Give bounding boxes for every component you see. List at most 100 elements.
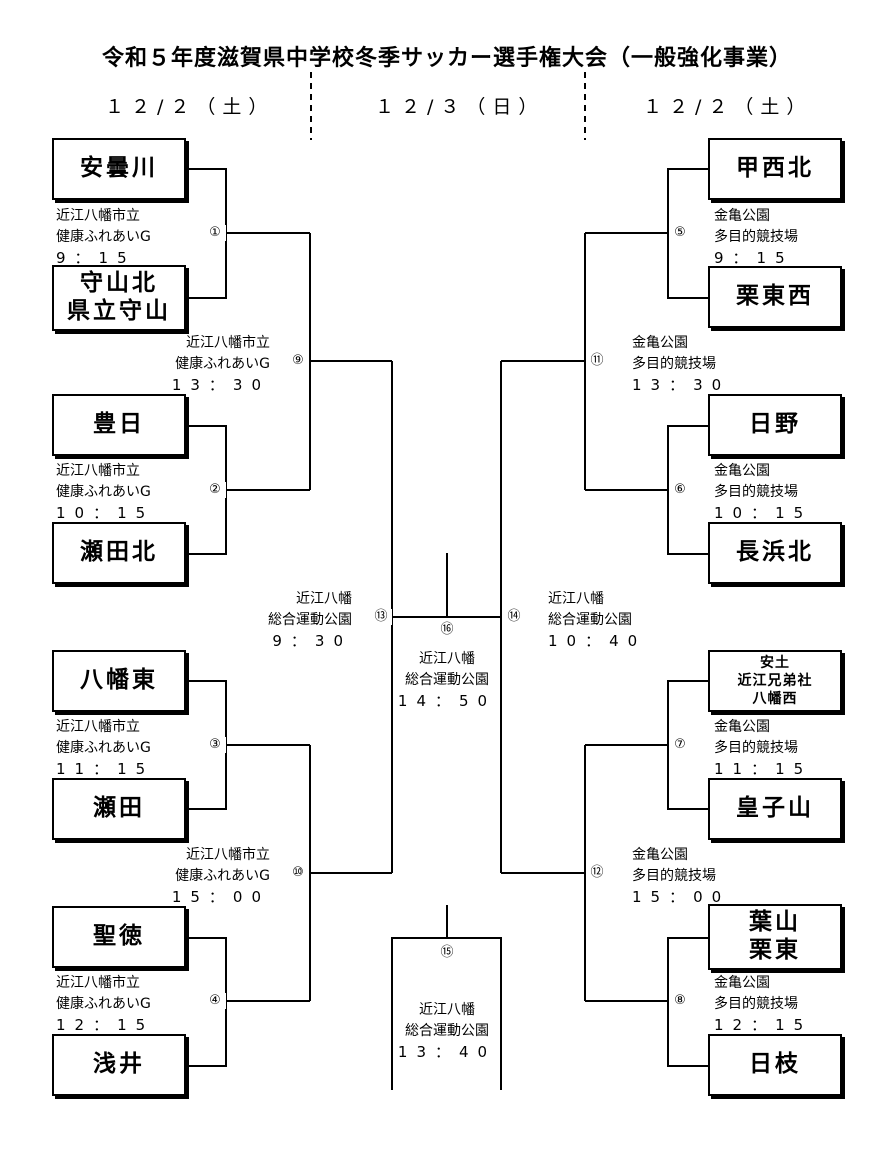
venue-line-2: 健康ふれあいG: [56, 740, 151, 756]
match-info-4: 近江八幡市立 健康ふれあいG 12：15: [56, 973, 154, 1036]
match-time: 13：40: [397, 1043, 497, 1061]
match-info-3: 近江八幡市立 健康ふれあいG 11：15: [56, 717, 154, 780]
team-box-right-5: 安土 近江兄弟社 八幡西: [708, 650, 842, 712]
venue-line-1: 近江八幡市立: [186, 847, 270, 863]
venue-line-1: 近江八幡市立: [56, 719, 140, 735]
match-number-15: ⑮: [436, 945, 458, 961]
venue-line-1: 近江八幡市立: [56, 975, 140, 991]
match-number-16: ⑯: [436, 622, 458, 638]
match-info-6: 金亀公園 多目的競技場 10：15: [714, 461, 812, 524]
venue-line-1: 近江八幡市立: [56, 208, 140, 224]
match-time: 13：30: [632, 376, 731, 394]
match-info-12: 金亀公園 多目的競技場 15：00: [632, 845, 730, 908]
match-number-2: ②: [204, 482, 226, 498]
match-number-14: ⑭: [503, 609, 525, 625]
venue-line-2: 多目的競技場: [714, 229, 798, 245]
team-box-left-4: 瀬田北: [52, 522, 186, 584]
venue-line-1: 近江八幡市立: [186, 335, 270, 351]
team-box-right-1: 甲西北: [708, 138, 842, 200]
venue-line-2: 多目的競技場: [632, 868, 716, 884]
team-box-right-6: 皇子山: [708, 778, 842, 840]
match-info-7: 金亀公園 多目的競技場 11：15: [714, 717, 812, 780]
venue-line-1: 金亀公園: [714, 719, 770, 735]
team-box-left-6: 瀬田: [52, 778, 186, 840]
match-number-3: ③: [204, 737, 226, 753]
team-box-left-7: 聖徳: [52, 906, 186, 968]
match-info-14: 近江八幡 総合運動公園 10：40: [548, 589, 646, 652]
match-info-2: 近江八幡市立 健康ふれあいG 10：15: [56, 461, 154, 524]
match-number-6: ⑥: [669, 482, 691, 498]
venue-line-1: 金亀公園: [632, 847, 688, 863]
match-number-10: ⑩: [287, 865, 309, 881]
match-info-9: 近江八幡市立 健康ふれあいG 13：30: [130, 333, 270, 396]
venue-line-2: 総合運動公園: [548, 612, 632, 628]
venue-line-1: 近江八幡: [296, 591, 352, 607]
match-number-5: ⑤: [669, 225, 691, 241]
match-number-9: ⑨: [287, 353, 309, 369]
venue-line-1: 金亀公園: [714, 208, 770, 224]
match-time: 15：00: [632, 888, 731, 906]
match-info-15: 近江八幡 総合運動公園 13：40: [372, 1000, 522, 1063]
team-box-right-3: 日野: [708, 394, 842, 456]
match-number-11: ⑪: [586, 353, 608, 369]
venue-line-2: 健康ふれあいG: [56, 484, 151, 500]
venue-line-1: 近江八幡: [419, 1002, 475, 1018]
team-box-right-8: 日枝: [708, 1034, 842, 1096]
venue-line-2: 多目的競技場: [632, 356, 716, 372]
venue-line-1: 金亀公園: [714, 975, 770, 991]
venue-line-2: 多目的競技場: [714, 484, 798, 500]
venue-line-1: 近江八幡: [419, 651, 475, 667]
match-time: 14：50: [397, 692, 497, 710]
venue-line-2: 健康ふれあいG: [56, 996, 151, 1012]
match-info-1: 近江八幡市立 健康ふれあいG 9：15: [56, 206, 151, 269]
match-time: 9：15: [56, 249, 136, 267]
match-time: 9：15: [714, 249, 794, 267]
match-number-7: ⑦: [669, 737, 691, 753]
team-box-left-1: 安曇川: [52, 138, 186, 200]
match-info-13: 近江八幡 総合運動公園 9：30: [220, 589, 352, 652]
match-info-10: 近江八幡市立 健康ふれあいG 15：00: [130, 845, 270, 908]
match-time: 9：30: [272, 632, 352, 650]
match-time: 15：00: [171, 888, 270, 906]
match-time: 10：40: [548, 632, 647, 650]
match-time: 11：15: [714, 760, 813, 778]
venue-line-2: 健康ふれあいG: [175, 868, 270, 884]
match-info-11: 金亀公園 多目的競技場 13：30: [632, 333, 730, 396]
venue-line-1: 近江八幡: [548, 591, 604, 607]
team-box-left-5: 八幡東: [52, 650, 186, 712]
venue-line-2: 総合運動公園: [268, 612, 352, 628]
venue-line-2: 総合運動公園: [405, 1023, 489, 1039]
venue-line-2: 多目的競技場: [714, 996, 798, 1012]
match-time: 13：30: [171, 376, 270, 394]
match-info-5: 金亀公園 多目的競技場 9：15: [714, 206, 798, 269]
match-time: 12：15: [56, 1016, 155, 1034]
match-time: 12：15: [714, 1016, 813, 1034]
team-box-right-2: 栗東西: [708, 266, 842, 328]
match-info-16: 近江八幡 総合運動公園 14：50: [372, 649, 522, 712]
date-right: １２/２（土）: [643, 96, 813, 118]
venue-line-1: 近江八幡市立: [56, 463, 140, 479]
venue-line-2: 総合運動公園: [405, 672, 489, 688]
venue-line-2: 多目的競技場: [714, 740, 798, 756]
match-number-12: ⑫: [586, 865, 608, 881]
venue-line-1: 金亀公園: [632, 335, 688, 351]
match-time: 10：15: [714, 504, 813, 522]
team-box-left-2: 守山北 県立守山: [52, 265, 186, 331]
match-number-1: ①: [204, 225, 226, 241]
date-center: １２/３（日）: [375, 96, 545, 118]
match-time: 11：15: [56, 760, 155, 778]
date-left: １２/２（土）: [105, 96, 275, 118]
match-info-8: 金亀公園 多目的競技場 12：15: [714, 973, 812, 1036]
team-box-right-4: 長浜北: [708, 522, 842, 584]
page-title: 令和５年度滋賀県中学校冬季サッカー選手権大会（一般強化事業）: [101, 46, 792, 71]
team-box-left-8: 浅井: [52, 1034, 186, 1096]
match-number-4: ④: [204, 993, 226, 1009]
match-number-13: ⑬: [370, 609, 392, 625]
match-time: 10：15: [56, 504, 155, 522]
venue-line-1: 金亀公園: [714, 463, 770, 479]
team-box-right-7: 葉山 栗東: [708, 904, 842, 970]
team-box-left-3: 豊日: [52, 394, 186, 456]
venue-line-2: 健康ふれあいG: [175, 356, 270, 372]
venue-line-2: 健康ふれあいG: [56, 229, 151, 245]
